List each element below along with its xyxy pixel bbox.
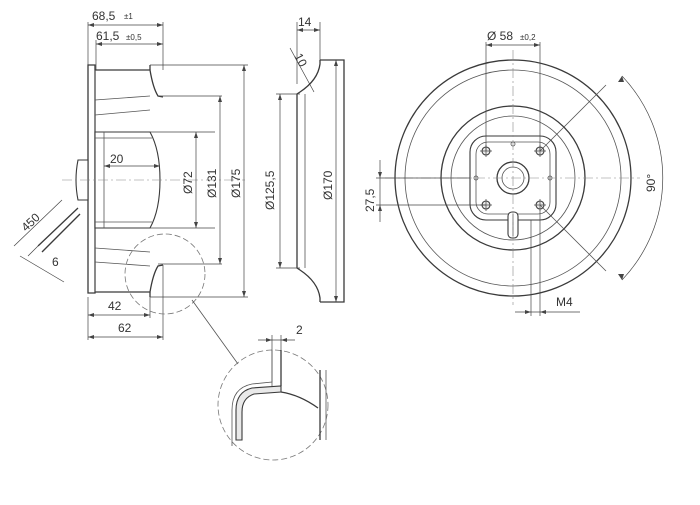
arrow bbox=[218, 258, 222, 264]
dim-angle: 90° bbox=[644, 174, 658, 192]
arrow bbox=[104, 164, 110, 168]
arrow bbox=[334, 296, 338, 302]
arrow bbox=[266, 338, 272, 342]
arrow bbox=[144, 313, 150, 317]
arrow bbox=[297, 28, 303, 32]
ring-view: 14 10 Ø125,5 Ø170 bbox=[263, 15, 345, 303]
arrow bbox=[486, 43, 492, 47]
arrow bbox=[525, 310, 531, 314]
arrow bbox=[218, 96, 222, 102]
arrow bbox=[88, 23, 94, 27]
cable-upper bbox=[37, 207, 79, 247]
ring-profile-outer bbox=[320, 59, 345, 303]
arrow bbox=[154, 164, 160, 168]
rotor-upper-shroud bbox=[95, 69, 164, 98]
rotor-lower-shroud bbox=[95, 264, 164, 293]
angle-leg-2 bbox=[539, 204, 607, 272]
detail-leader bbox=[191, 299, 239, 365]
side-view: 68,5 ±1 61,5 ±0,5 20 bbox=[13, 9, 248, 365]
dim-62: 62 bbox=[118, 321, 132, 335]
detail-profile-section bbox=[235, 385, 282, 441]
blade-line bbox=[94, 261, 151, 267]
blade-line bbox=[94, 247, 151, 253]
angle-leg-1 bbox=[539, 84, 607, 152]
dim-cable-6: 6 bbox=[52, 255, 59, 269]
arrow bbox=[242, 65, 246, 71]
dim-thread: M4 bbox=[556, 295, 573, 309]
arrow bbox=[88, 313, 94, 317]
blade-line bbox=[94, 109, 151, 116]
cable-tip bbox=[27, 245, 39, 257]
dim-overall-depth: 68,5 bbox=[92, 9, 116, 23]
arrow bbox=[157, 23, 163, 27]
dim-42: 42 bbox=[108, 299, 122, 313]
detail-circle bbox=[217, 349, 329, 461]
dim-d175: Ø175 bbox=[229, 168, 243, 198]
dim-offset: 27,5 bbox=[363, 188, 377, 212]
detail-marker-circle bbox=[124, 233, 206, 315]
dim-line-450 bbox=[13, 199, 63, 247]
tol-d58: ±0,2 bbox=[520, 33, 536, 42]
dim-d125: Ø125,5 bbox=[263, 170, 277, 210]
detail-curve bbox=[280, 391, 319, 409]
dim-rotor-depth: 61,5 bbox=[96, 29, 120, 43]
dim-hub: 20 bbox=[110, 152, 124, 166]
arrow bbox=[334, 60, 338, 66]
arrow bbox=[378, 205, 382, 211]
arrow bbox=[157, 335, 163, 339]
arrow bbox=[534, 43, 540, 47]
dim-line-6 bbox=[19, 255, 65, 283]
tol-overall-depth: ±1 bbox=[124, 12, 133, 21]
arrow bbox=[194, 132, 198, 138]
detail-view: 2 bbox=[217, 323, 329, 461]
arrow bbox=[618, 76, 624, 82]
arrow bbox=[242, 291, 246, 297]
arrow bbox=[281, 338, 287, 342]
arrow bbox=[378, 172, 382, 178]
tol-rotor-depth: ±0,5 bbox=[126, 33, 142, 42]
arrow bbox=[194, 222, 198, 228]
arrow bbox=[88, 335, 94, 339]
front-view: 90° Ø 58 ±0,2 27,5 M4 bbox=[363, 29, 664, 316]
dim-d131: Ø131 bbox=[205, 168, 219, 198]
angle-arc bbox=[621, 75, 664, 281]
arrow bbox=[96, 42, 102, 46]
cable-lower bbox=[41, 213, 81, 253]
dim-d72: Ø72 bbox=[181, 171, 195, 194]
arrow bbox=[278, 262, 282, 268]
arrow bbox=[540, 310, 546, 314]
arrow bbox=[157, 42, 163, 46]
arrow bbox=[278, 94, 282, 100]
arrow bbox=[314, 28, 320, 32]
dim-ring-width: 14 bbox=[298, 15, 312, 29]
dim-detail-thickness: 2 bbox=[296, 323, 303, 337]
dim-ring-angle: 10 bbox=[291, 51, 310, 70]
ring-profile-inner bbox=[296, 60, 321, 302]
dim-cable-length: 450 bbox=[18, 210, 42, 234]
dim-d58: Ø 58 bbox=[487, 29, 513, 43]
detail-offset-line bbox=[231, 350, 273, 446]
dim-d170: Ø170 bbox=[321, 170, 335, 200]
arrow bbox=[618, 274, 624, 280]
rotor-back-plate bbox=[87, 64, 96, 294]
blade-line bbox=[94, 95, 151, 101]
